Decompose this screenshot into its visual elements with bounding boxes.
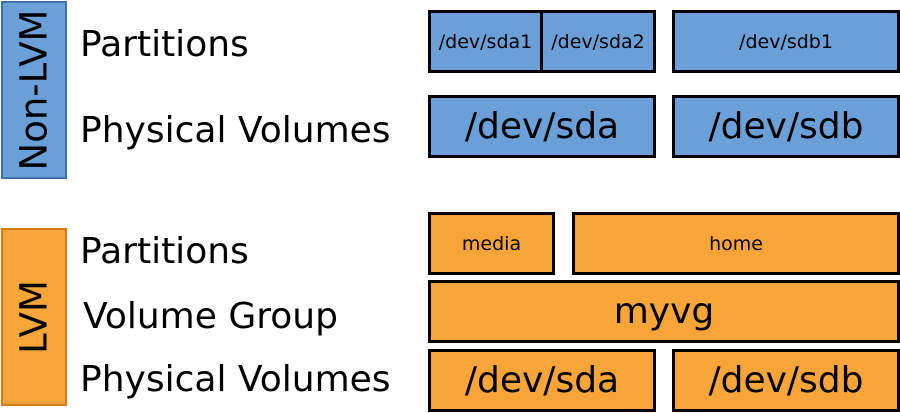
logical-volume-home-box: home	[572, 212, 900, 275]
lvm-physical-volume-sdb-box: /dev/sdb	[672, 349, 900, 412]
physical-volume-sda-box: /dev/sda	[428, 95, 656, 158]
non-lvm-side-label: Non-LVM	[12, 9, 56, 171]
non-lvm-partitions-label: Partitions	[80, 24, 249, 65]
lvm-side-label: LVM	[12, 280, 56, 354]
lvm-side-tag: LVM	[1, 228, 67, 406]
lvm-partitions-label: Partitions	[80, 231, 249, 272]
non-lvm-physical-volumes-label: Physical Volumes	[80, 110, 391, 151]
partition-sda1-box: /dev/sda1	[428, 10, 543, 73]
volume-group-myvg-box: myvg	[428, 280, 900, 343]
partition-sda2-box: /dev/sda2	[540, 10, 656, 73]
lvm-volume-group-label: Volume Group	[83, 296, 338, 337]
logical-volume-media-box: media	[428, 212, 555, 275]
non-lvm-side-tag: Non-LVM	[1, 1, 67, 179]
lvm-physical-volumes-label: Physical Volumes	[80, 359, 391, 400]
partition-sdb1-box: /dev/sdb1	[672, 10, 900, 73]
physical-volume-sdb-box: /dev/sdb	[672, 95, 900, 158]
lvm-physical-volume-sda-box: /dev/sda	[428, 349, 656, 412]
